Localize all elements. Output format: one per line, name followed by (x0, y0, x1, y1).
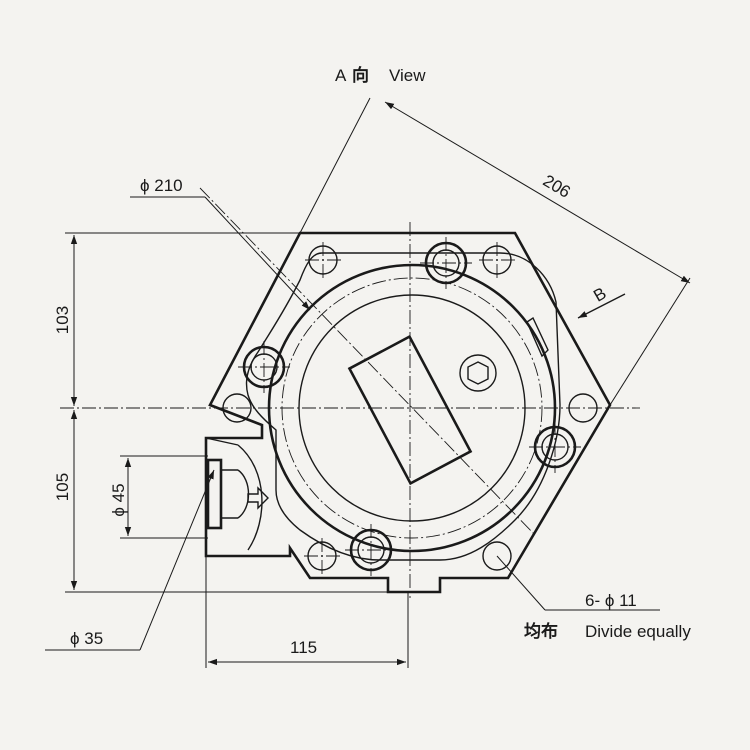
dim-phi35 (45, 469, 215, 651)
bolt-bottom (345, 524, 397, 576)
view-a-cjk: 向 (352, 65, 369, 86)
view-a-en: View (389, 66, 426, 85)
dim-115 (205, 556, 409, 668)
dim-phi210 (130, 196, 311, 311)
dim-phi210-label: ϕ 210 (140, 176, 183, 195)
dim-phi45 (120, 455, 208, 539)
arrow-b-label: B (590, 284, 609, 306)
holes-label: 6- ϕ 11 (585, 591, 637, 610)
hex-plug (459, 354, 497, 392)
view-a-letter: A (335, 66, 347, 85)
divide-en-label: Divide equally (585, 622, 691, 641)
bolt-left (238, 341, 290, 393)
centerlines (60, 187, 640, 598)
inlet-port (205, 437, 269, 551)
dim-holes (496, 555, 660, 611)
inner-flange (245, 252, 561, 561)
shaft-key (347, 334, 473, 486)
dim-206 (299, 97, 691, 406)
view-a-label: A 向 View (335, 65, 426, 86)
bolt-right (529, 421, 581, 473)
body-circle (298, 294, 526, 522)
dim-phi35-label: ϕ 35 (70, 629, 103, 648)
arrow-b (577, 293, 626, 319)
housing-outline (204, 231, 612, 594)
divide-cjk-label: 均布 (524, 621, 558, 642)
dim-phi45-label: ϕ 45 (109, 483, 128, 516)
dim-115-label: 115 (290, 638, 317, 657)
dim-105-label: 105 (53, 473, 72, 501)
dim-103-label: 103 (53, 306, 72, 334)
dim-103-105 (65, 232, 388, 593)
bolt-top (420, 237, 472, 289)
side-boss (526, 316, 549, 358)
